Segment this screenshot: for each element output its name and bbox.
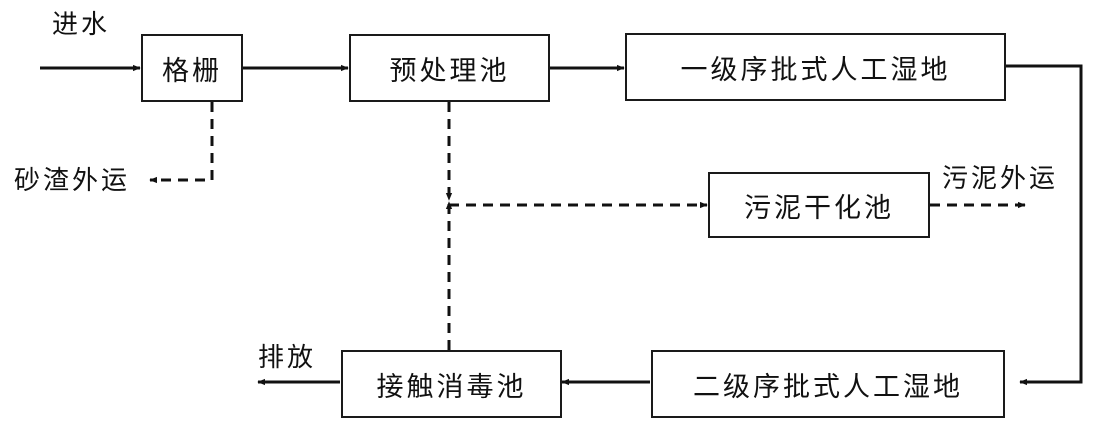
pretreatment-tank-box: 预处理池 (349, 34, 550, 102)
grit-out-label: 砂渣外运 (14, 166, 131, 196)
disinfection-tank-box: 接触消毒池 (341, 350, 562, 418)
grit-out-dashed-arrow (149, 102, 214, 184)
water-in-label: 进水 (52, 10, 111, 40)
sludge-out-label: 污泥外运 (942, 164, 1059, 194)
discharge-label: 排放 (258, 343, 317, 373)
sludge-drying-tank-box: 污泥干化池 (708, 172, 930, 238)
wetland1-to-wetland2-connector (1005, 64, 1083, 386)
wetland-stage1-box: 一级序批式人工湿地 (625, 33, 1006, 101)
wetland-stage2-box: 二级序批式人工湿地 (651, 350, 1005, 418)
screen-box: 格栅 (141, 34, 243, 102)
